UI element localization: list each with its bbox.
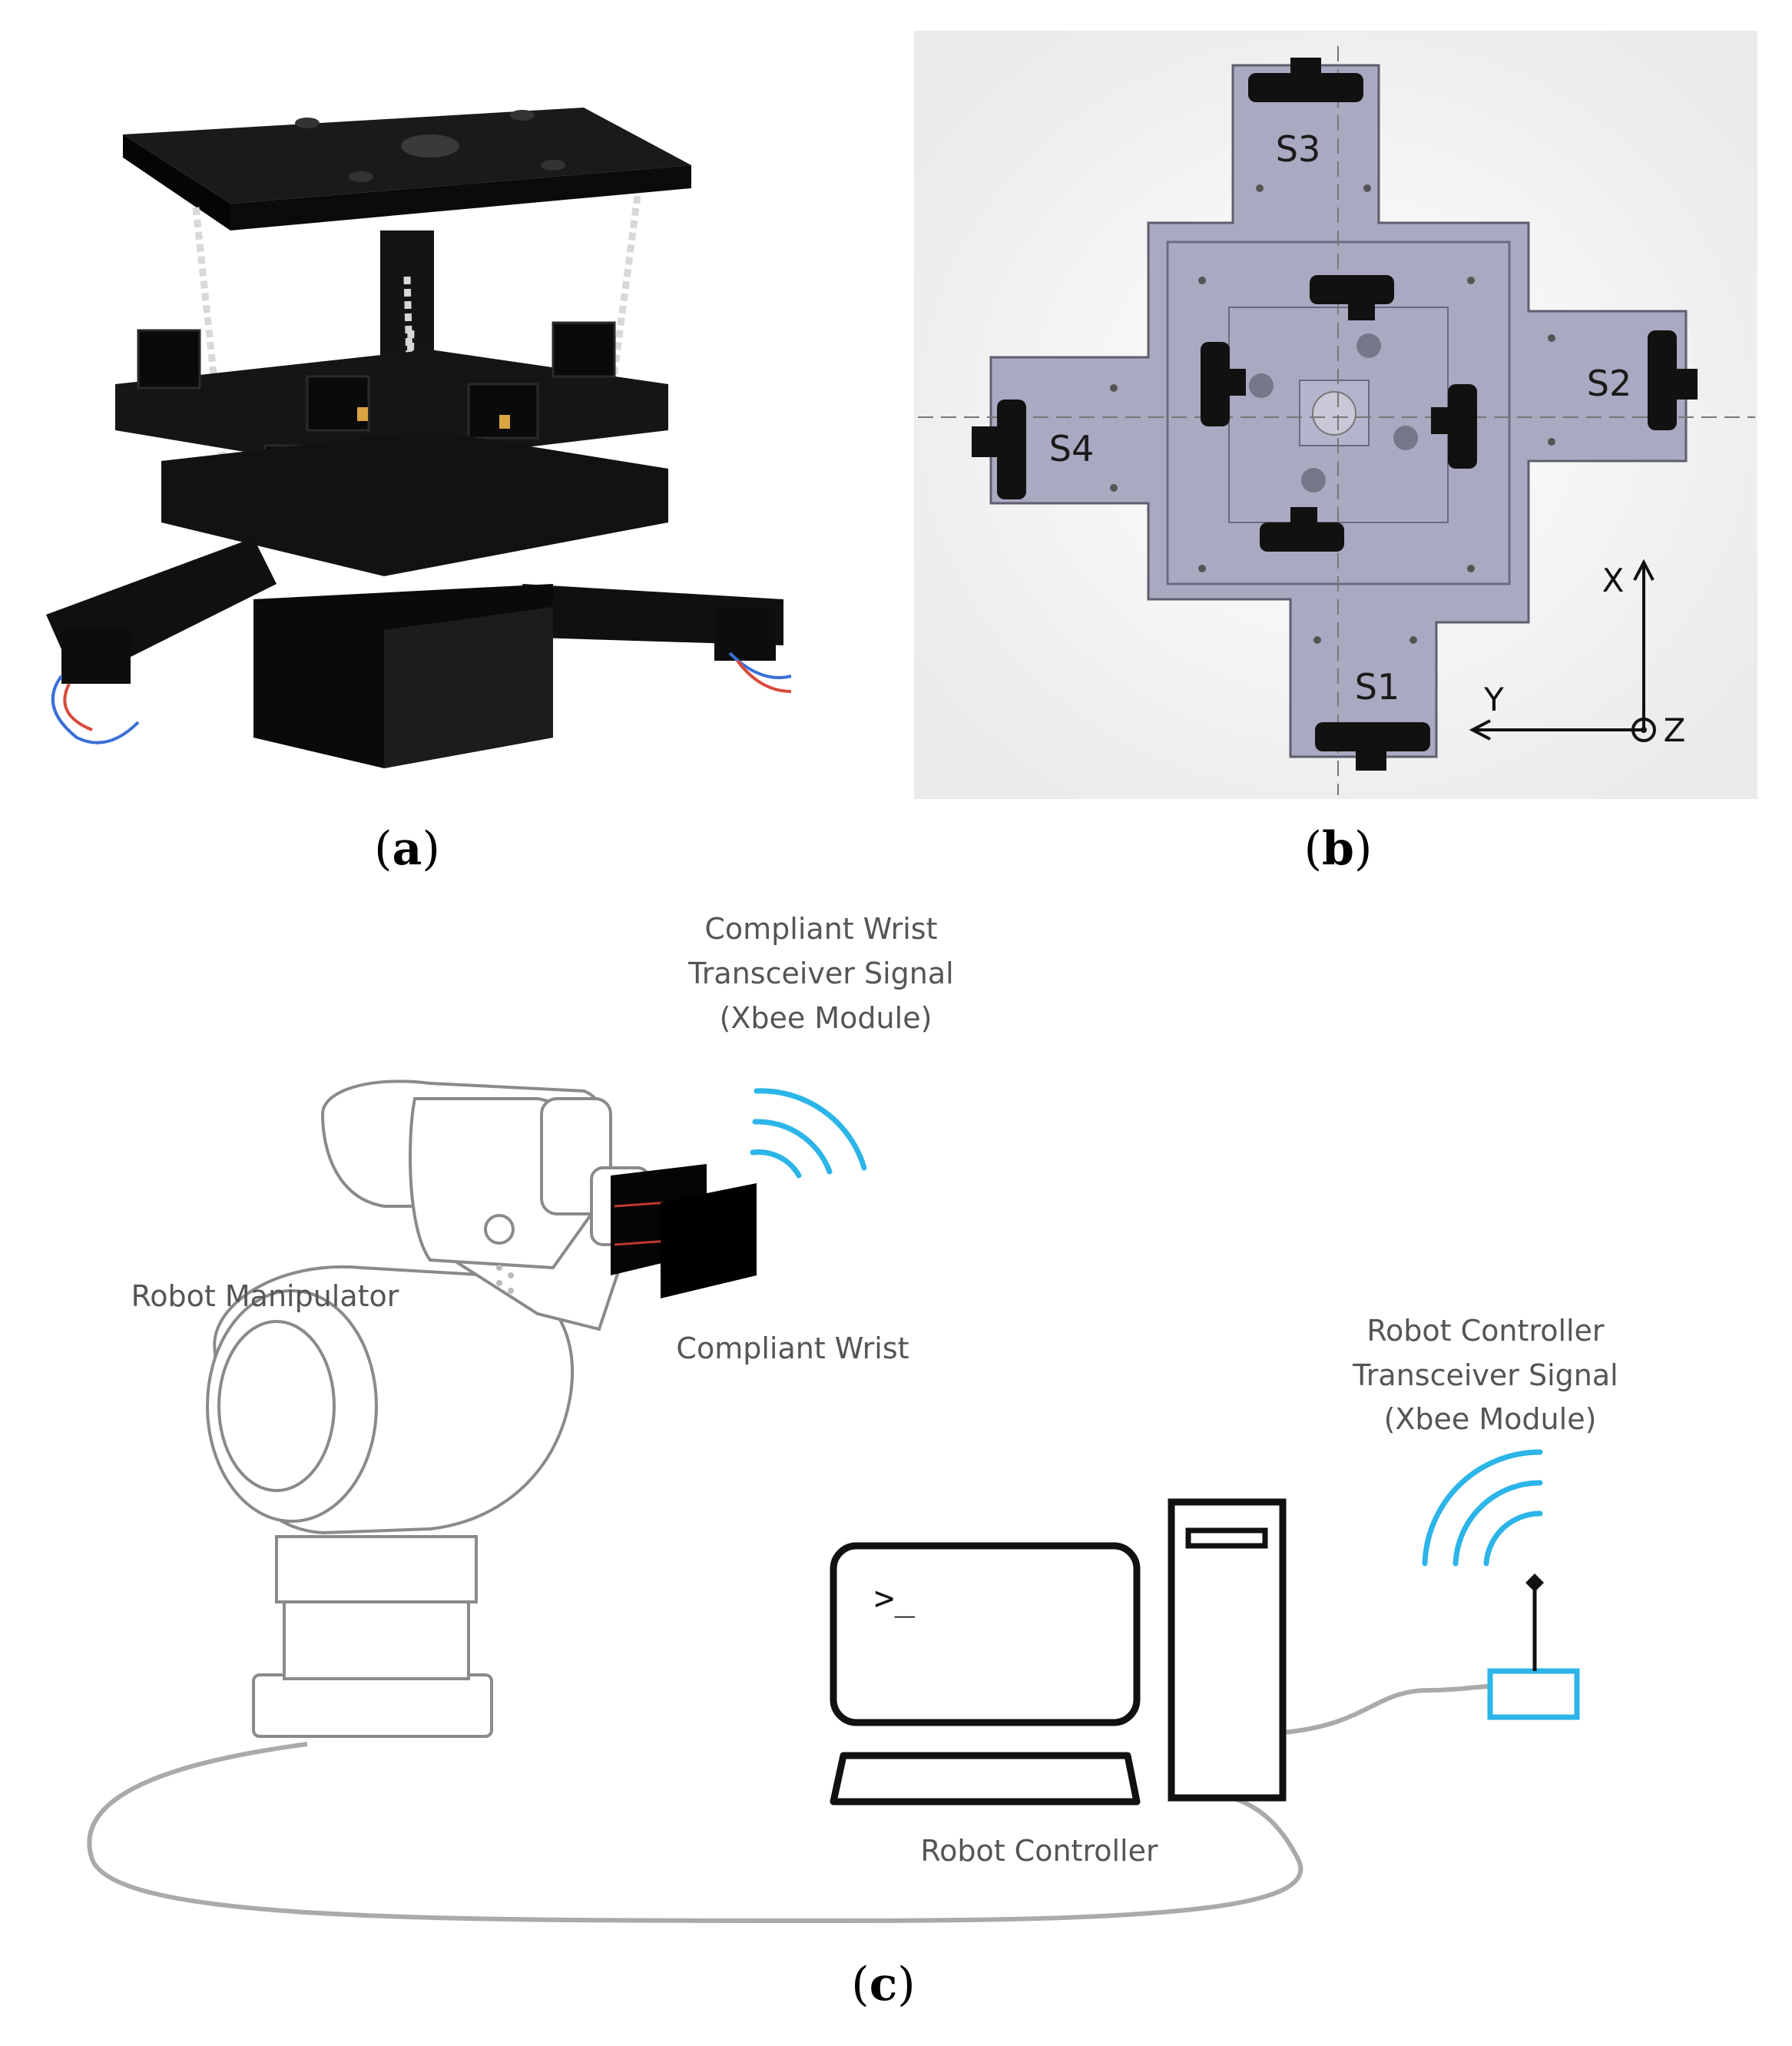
terminal-prompt: >_	[874, 1579, 915, 1618]
tower	[1168, 1498, 1287, 1802]
label-compliant-wrist: Compliant Wrist	[676, 1331, 909, 1365]
label-robot-controller: Robot Controller	[920, 1834, 1158, 1868]
center-lines	[918, 46, 1755, 795]
panel-c-system: >_ Robot Manipulator Compliant Wrist Com…	[87, 912, 1628, 1924]
monitor	[830, 1542, 1141, 1726]
controller-computer: >_	[830, 1498, 1287, 1806]
xbee-box	[1487, 1668, 1580, 1720]
wrist-signal-waves	[750, 1088, 867, 1179]
robot-vents	[496, 1265, 514, 1294]
controller-signal-waves	[1422, 1449, 1543, 1567]
keyboard	[830, 1752, 1141, 1806]
label-wrist-transceiver: Compliant Wrist Transceiver Signal (Xbee…	[687, 912, 963, 1035]
axis-x-label: X	[1602, 562, 1625, 599]
cable-robot-controller	[87, 1742, 1303, 1924]
caption-c: (c)	[851, 1958, 915, 2011]
sensor-s3: S3	[1276, 128, 1320, 170]
panel-b-cad: S3 S2 S4 S1 X Y Z	[914, 31, 1757, 799]
mount-holes	[1110, 184, 1555, 644]
axis-y-label: Y	[1483, 681, 1504, 718]
label-controller-transceiver: Robot Controller Transceiver Signal (Xbe…	[1352, 1314, 1628, 1436]
base-plate	[161, 430, 668, 576]
sensor-s4: S4	[1049, 428, 1094, 469]
cable-controller-xbee	[1282, 1684, 1491, 1735]
axis-triad	[1469, 559, 1656, 742]
panel-a-photo	[46, 108, 792, 768]
sensor-s1: S1	[1355, 666, 1399, 708]
drive-bay	[1185, 1527, 1268, 1549]
top-plate	[123, 108, 691, 204]
caption-a: (a)	[374, 822, 440, 876]
sensor-s2: S2	[1587, 363, 1631, 404]
compliant-wrist	[611, 1164, 757, 1298]
caption-b: (b)	[1304, 822, 1373, 876]
servo-array	[972, 58, 1698, 771]
controller-xbee	[1487, 1573, 1580, 1720]
robot-manipulator	[206, 1079, 651, 1738]
label-robot-manipulator: Robot Manipulator	[131, 1279, 399, 1313]
axis-z-label: Z	[1664, 711, 1686, 749]
